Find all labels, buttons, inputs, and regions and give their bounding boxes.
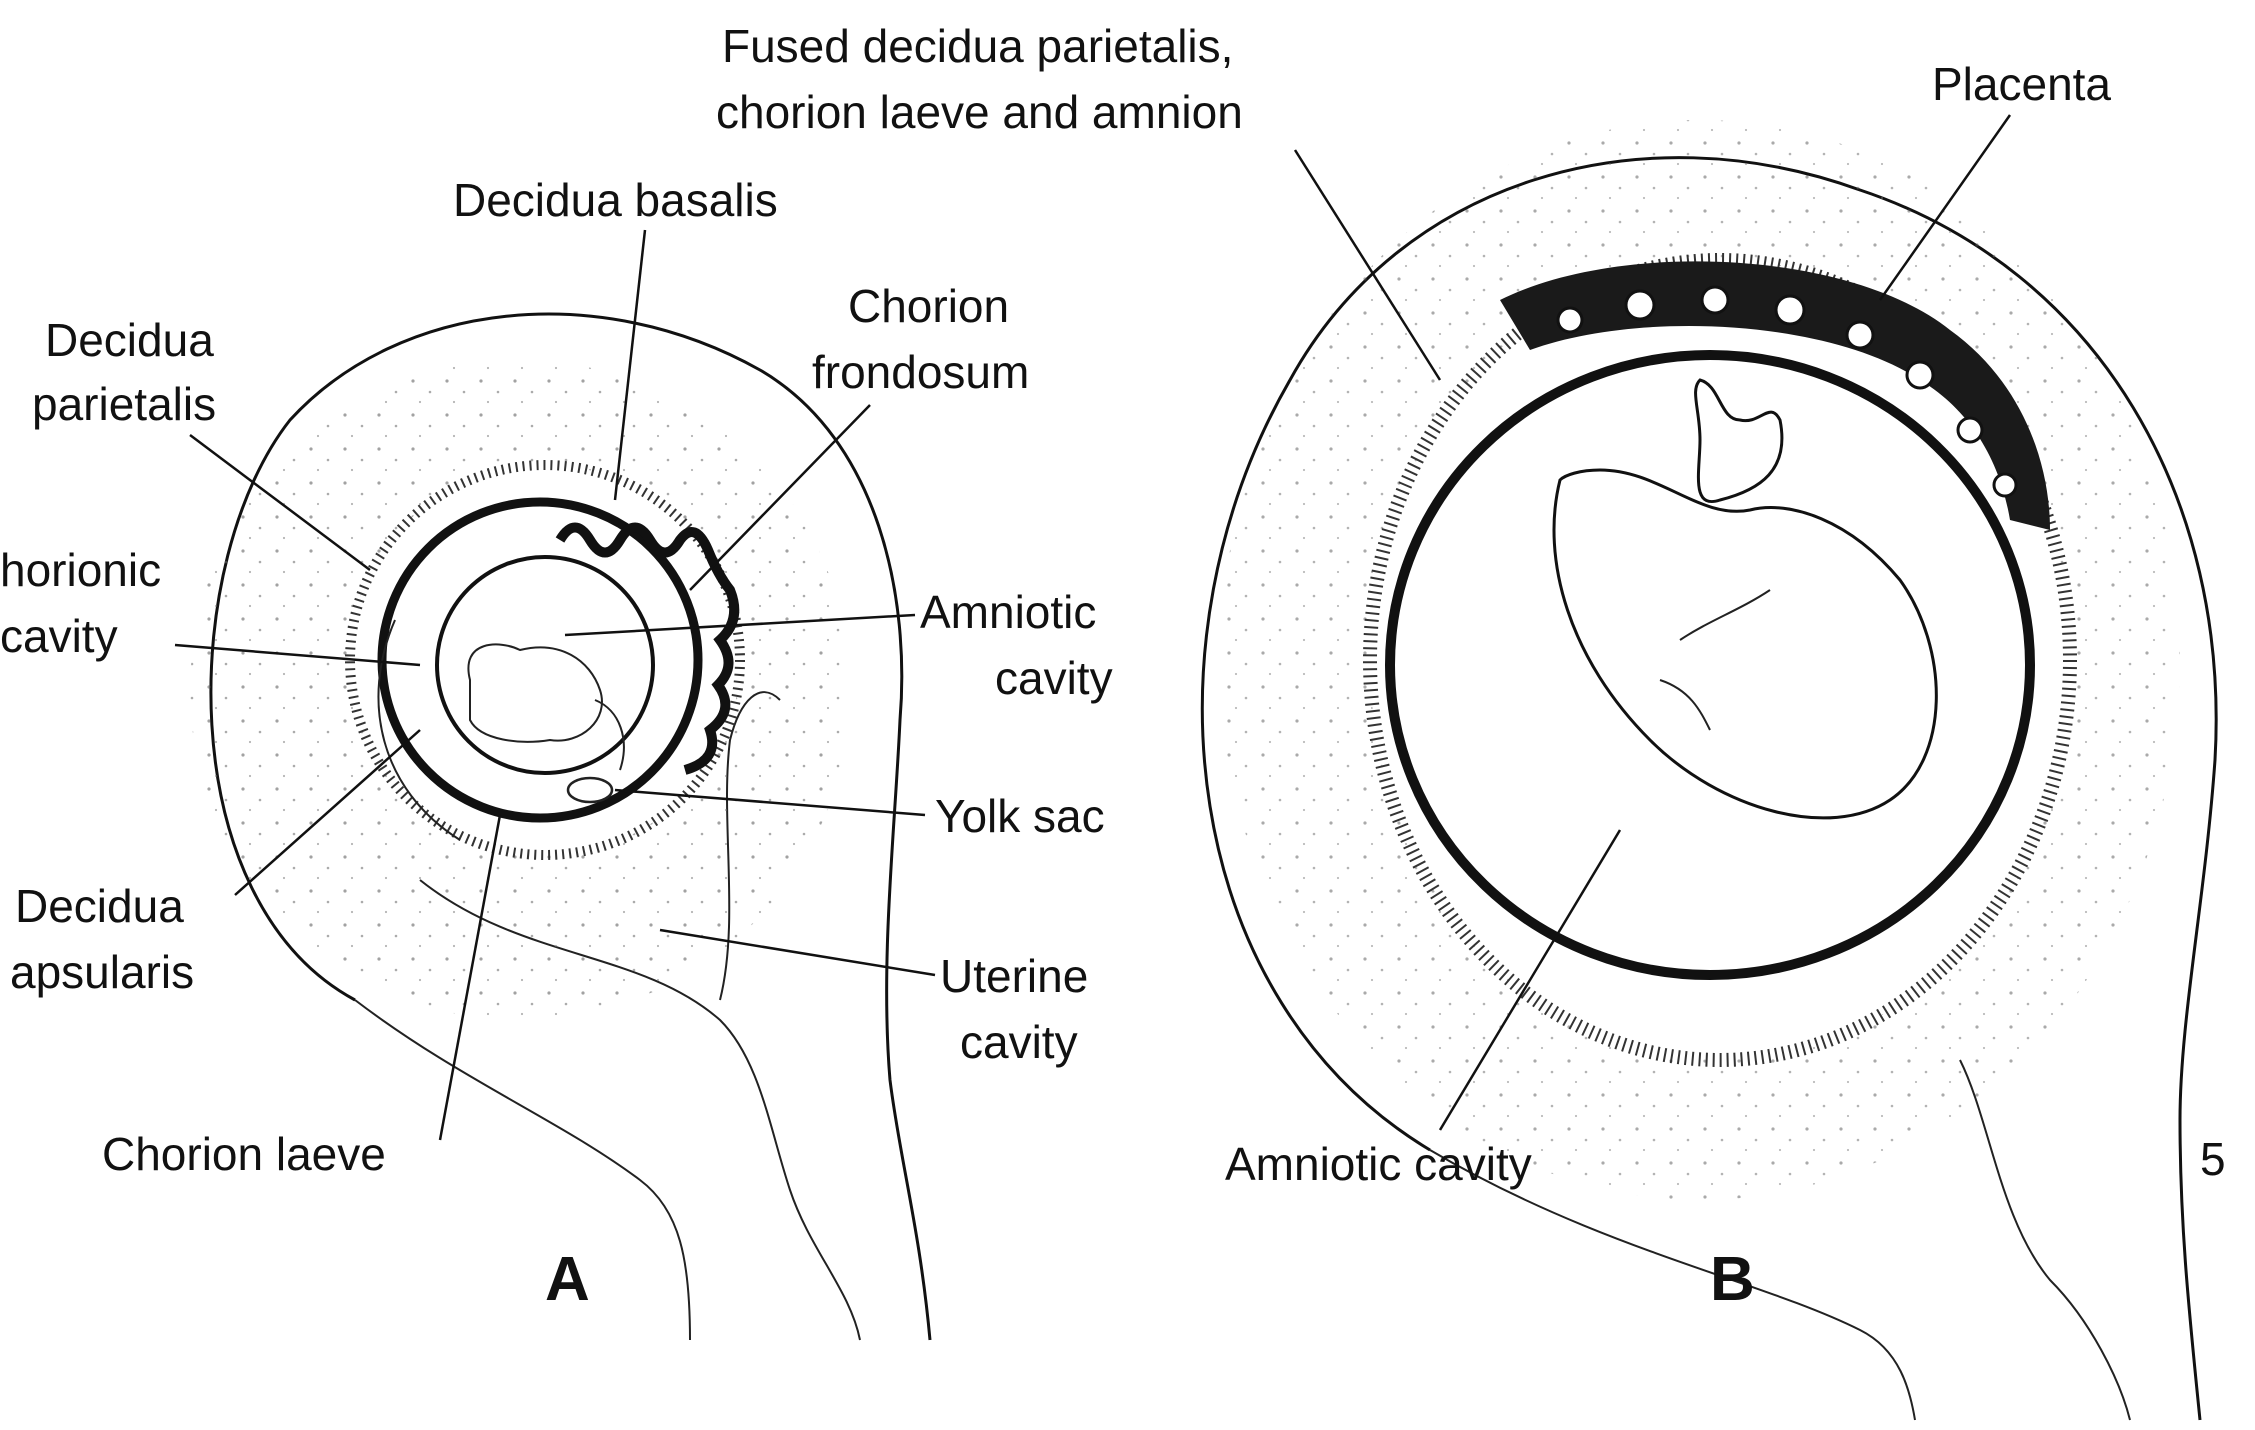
embryo-a [467,643,603,743]
label-yolk-sac: Yolk sac [935,790,1105,842]
label-fused-membranes-2: chorion laeve and amnion [716,86,1243,138]
label-amniotic-cavity-a-1: Amniotic [920,586,1096,638]
label-decidua-parietalis-1: Decidua [45,314,214,366]
label-uterine-cavity-2: cavity [960,1016,1078,1068]
panel-letter-a: A [545,1245,590,1314]
label-chorion-frondosum-2: frondosum [812,346,1029,398]
placental-lobes [1556,285,2018,498]
panel-a: Decidua basalis Chorion frondosum Decidu… [0,174,1113,1341]
chorion-frondosum-villi [555,522,740,775]
label-decidua-basalis: Decidua basalis [453,174,778,226]
corner-mark-b: 5 [2200,1133,2226,1185]
fetus-limb-b [1679,589,1771,641]
label-decidua-capsularis-1: Decidua [15,880,184,932]
label-decidua-capsularis-2: apsularis [10,946,194,998]
pointer-yolk-sac [614,788,926,817]
pointer-placenta [1878,114,2012,301]
label-placenta: Placenta [1932,58,2111,110]
panel-letter-b: B [1710,1245,1755,1314]
label-fused-membranes-1: Fused decidua parietalis, [722,20,1233,72]
cervix-a [354,999,691,1341]
panel-b: Fused decidua parietalis, chorion laeve … [716,20,2226,1421]
pointer-decidua-parietalis [189,434,371,571]
pointer-fused-membranes [1293,149,1442,381]
connecting-stalk-a [594,699,625,771]
pointer-amniotic-cavity-b [1438,829,1622,1131]
pointer-amniotic-cavity-a [564,613,916,637]
label-uterine-cavity-1: Uterine [940,950,1088,1002]
label-amniotic-cavity-b: Amniotic cavity [1225,1138,1532,1190]
label-decidua-parietalis-2: parietalis [32,378,216,430]
placenta-b [1500,261,2050,530]
decidua-capsularis-arc [377,619,461,841]
umbilical-cord-b [1694,378,1784,504]
fetus-limb-b-2 [1659,679,1711,731]
label-chorion-laeve: Chorion laeve [102,1128,386,1180]
pointer-chorion-frondosum [689,404,871,591]
label-amniotic-cavity-a-2: cavity [995,652,1113,704]
pointer-decidua-basalis [613,229,647,501]
pointer-uterine-cavity [659,928,936,977]
yolk-sac-shape [566,776,614,804]
fetus-b [1552,468,1938,820]
pointer-decidua-capsularis [234,729,421,896]
label-chorionic-cavity-2: cavity [0,610,118,662]
label-chorion-frondosum-1: Chorion [848,280,1009,332]
uterine-wall-inner-b [1429,1149,1916,1421]
pointer-chorionic-cavity [174,643,421,667]
label-chorionic-cavity-1: horionic [0,544,161,596]
amnion-a [435,555,655,775]
pointer-chorion-laeve [438,814,502,1141]
cervix-b [1959,1059,2131,1421]
